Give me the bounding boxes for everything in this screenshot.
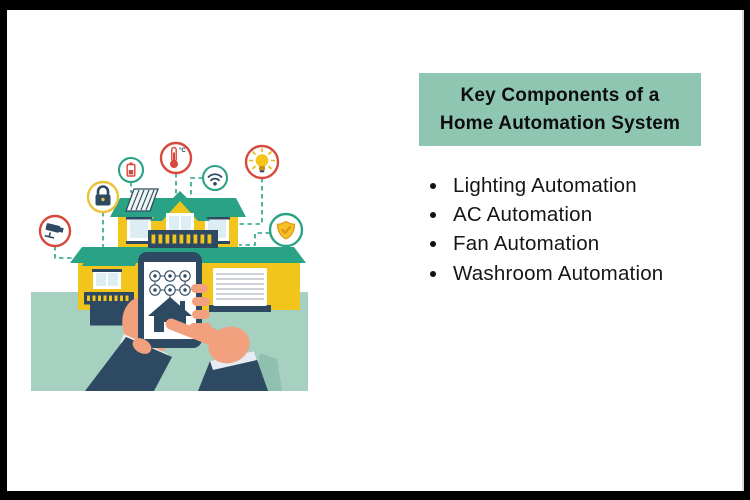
porch <box>82 255 138 326</box>
bullet-dot <box>430 270 436 277</box>
smart-home-illustration: °C <box>31 141 308 391</box>
list-item-label: Washroom Automation <box>453 261 664 285</box>
bullet-dot <box>430 212 436 219</box>
thermometer-icon: °C <box>159 141 193 175</box>
balcony-railing <box>148 230 218 248</box>
padlock-icon <box>86 180 120 214</box>
hands-holding-phone <box>85 252 268 391</box>
title-line-1: Key Components of a <box>460 84 660 106</box>
sensor-icon-ring: °C <box>38 141 304 248</box>
window <box>92 269 122 289</box>
porch-foundation <box>90 304 132 326</box>
list-item: AC Automation <box>430 200 663 229</box>
light-bulb-icon <box>244 144 280 180</box>
list-item-label: AC Automation <box>453 203 593 227</box>
thermometer-unit-label: °C <box>179 148 186 154</box>
battery-icon <box>117 156 145 184</box>
list-item: Lighting Automation <box>430 171 663 200</box>
garage-door <box>209 268 271 312</box>
bullet-dot <box>430 241 436 248</box>
list-item-label: Lighting Automation <box>453 173 637 197</box>
list-item-label: Fan Automation <box>453 232 600 256</box>
title-box: Key Components of a Home Automation Syst… <box>419 73 701 146</box>
frame-inner-shadow-line <box>742 10 744 491</box>
solar-panel-icon <box>125 188 159 212</box>
bullet-dot <box>430 182 436 189</box>
title-line-2: Home Automation System <box>439 112 681 134</box>
list-item: Washroom Automation <box>430 259 663 288</box>
phone-app-icons <box>149 270 191 299</box>
security-camera-icon <box>38 214 72 248</box>
right-hand <box>165 318 250 364</box>
bullet-list: Lighting Automation AC Automation Fan Au… <box>430 171 663 289</box>
window <box>126 216 152 244</box>
wifi-icon <box>201 164 229 192</box>
list-item: Fan Automation <box>430 230 663 259</box>
index-finger <box>165 318 230 351</box>
shield-check-icon <box>268 212 304 248</box>
